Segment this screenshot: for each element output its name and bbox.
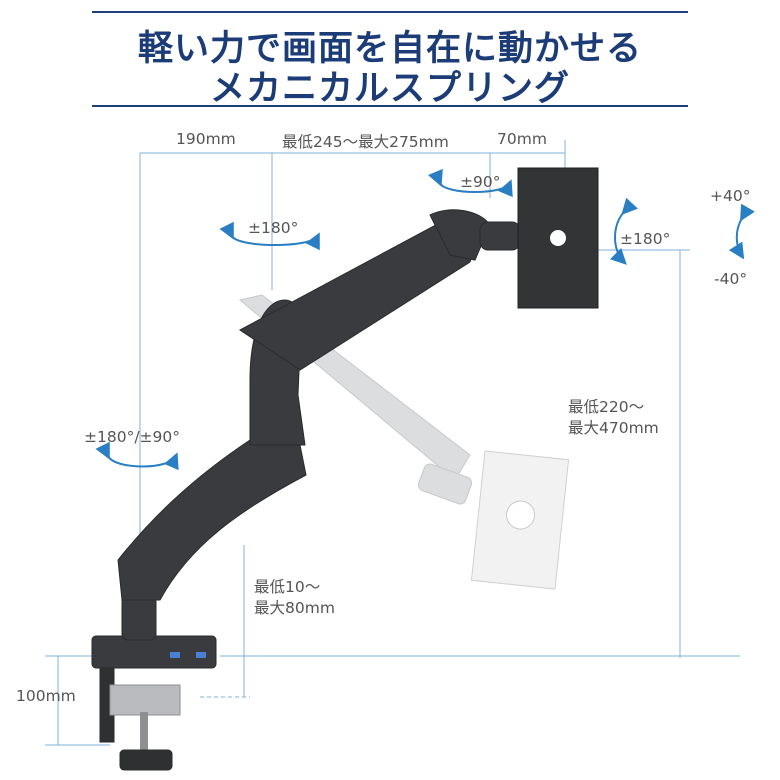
- width-190-label: 190mm: [176, 130, 236, 148]
- rotation-panel-label: ±180°: [620, 230, 671, 248]
- page-title-line-1: 軽い力で画面を自在に動かせる: [137, 29, 642, 69]
- desk-range-line1: 最低10～: [254, 578, 321, 596]
- tilt-up-label: +40°: [710, 187, 751, 205]
- height-range-line1: 最低220～: [568, 398, 645, 416]
- clamp-height-label: 100mm: [16, 687, 76, 705]
- tilt-down-label: -40°: [714, 270, 748, 288]
- height-range-line2: 最大470mm: [568, 419, 659, 437]
- swivel-mid-label: ±180°: [248, 219, 299, 237]
- rotation-arrows: [95, 168, 755, 471]
- swivel-head-label: ±90°: [460, 173, 501, 191]
- page-title-line-2: メカニカルスプリング: [209, 69, 570, 109]
- width-70-label: 70mm: [497, 130, 547, 148]
- arm-body: [91, 167, 599, 771]
- title-top-rule: [92, 11, 688, 13]
- swivel-base-label: ±180°/±90°: [84, 428, 181, 446]
- desk-range-line2: 最大80mm: [254, 599, 335, 617]
- title-bottom-rule: [92, 105, 688, 107]
- width-245-275-label: 最低245～最大275mm: [282, 133, 449, 151]
- ghost-monitor-plate: [470, 450, 570, 590]
